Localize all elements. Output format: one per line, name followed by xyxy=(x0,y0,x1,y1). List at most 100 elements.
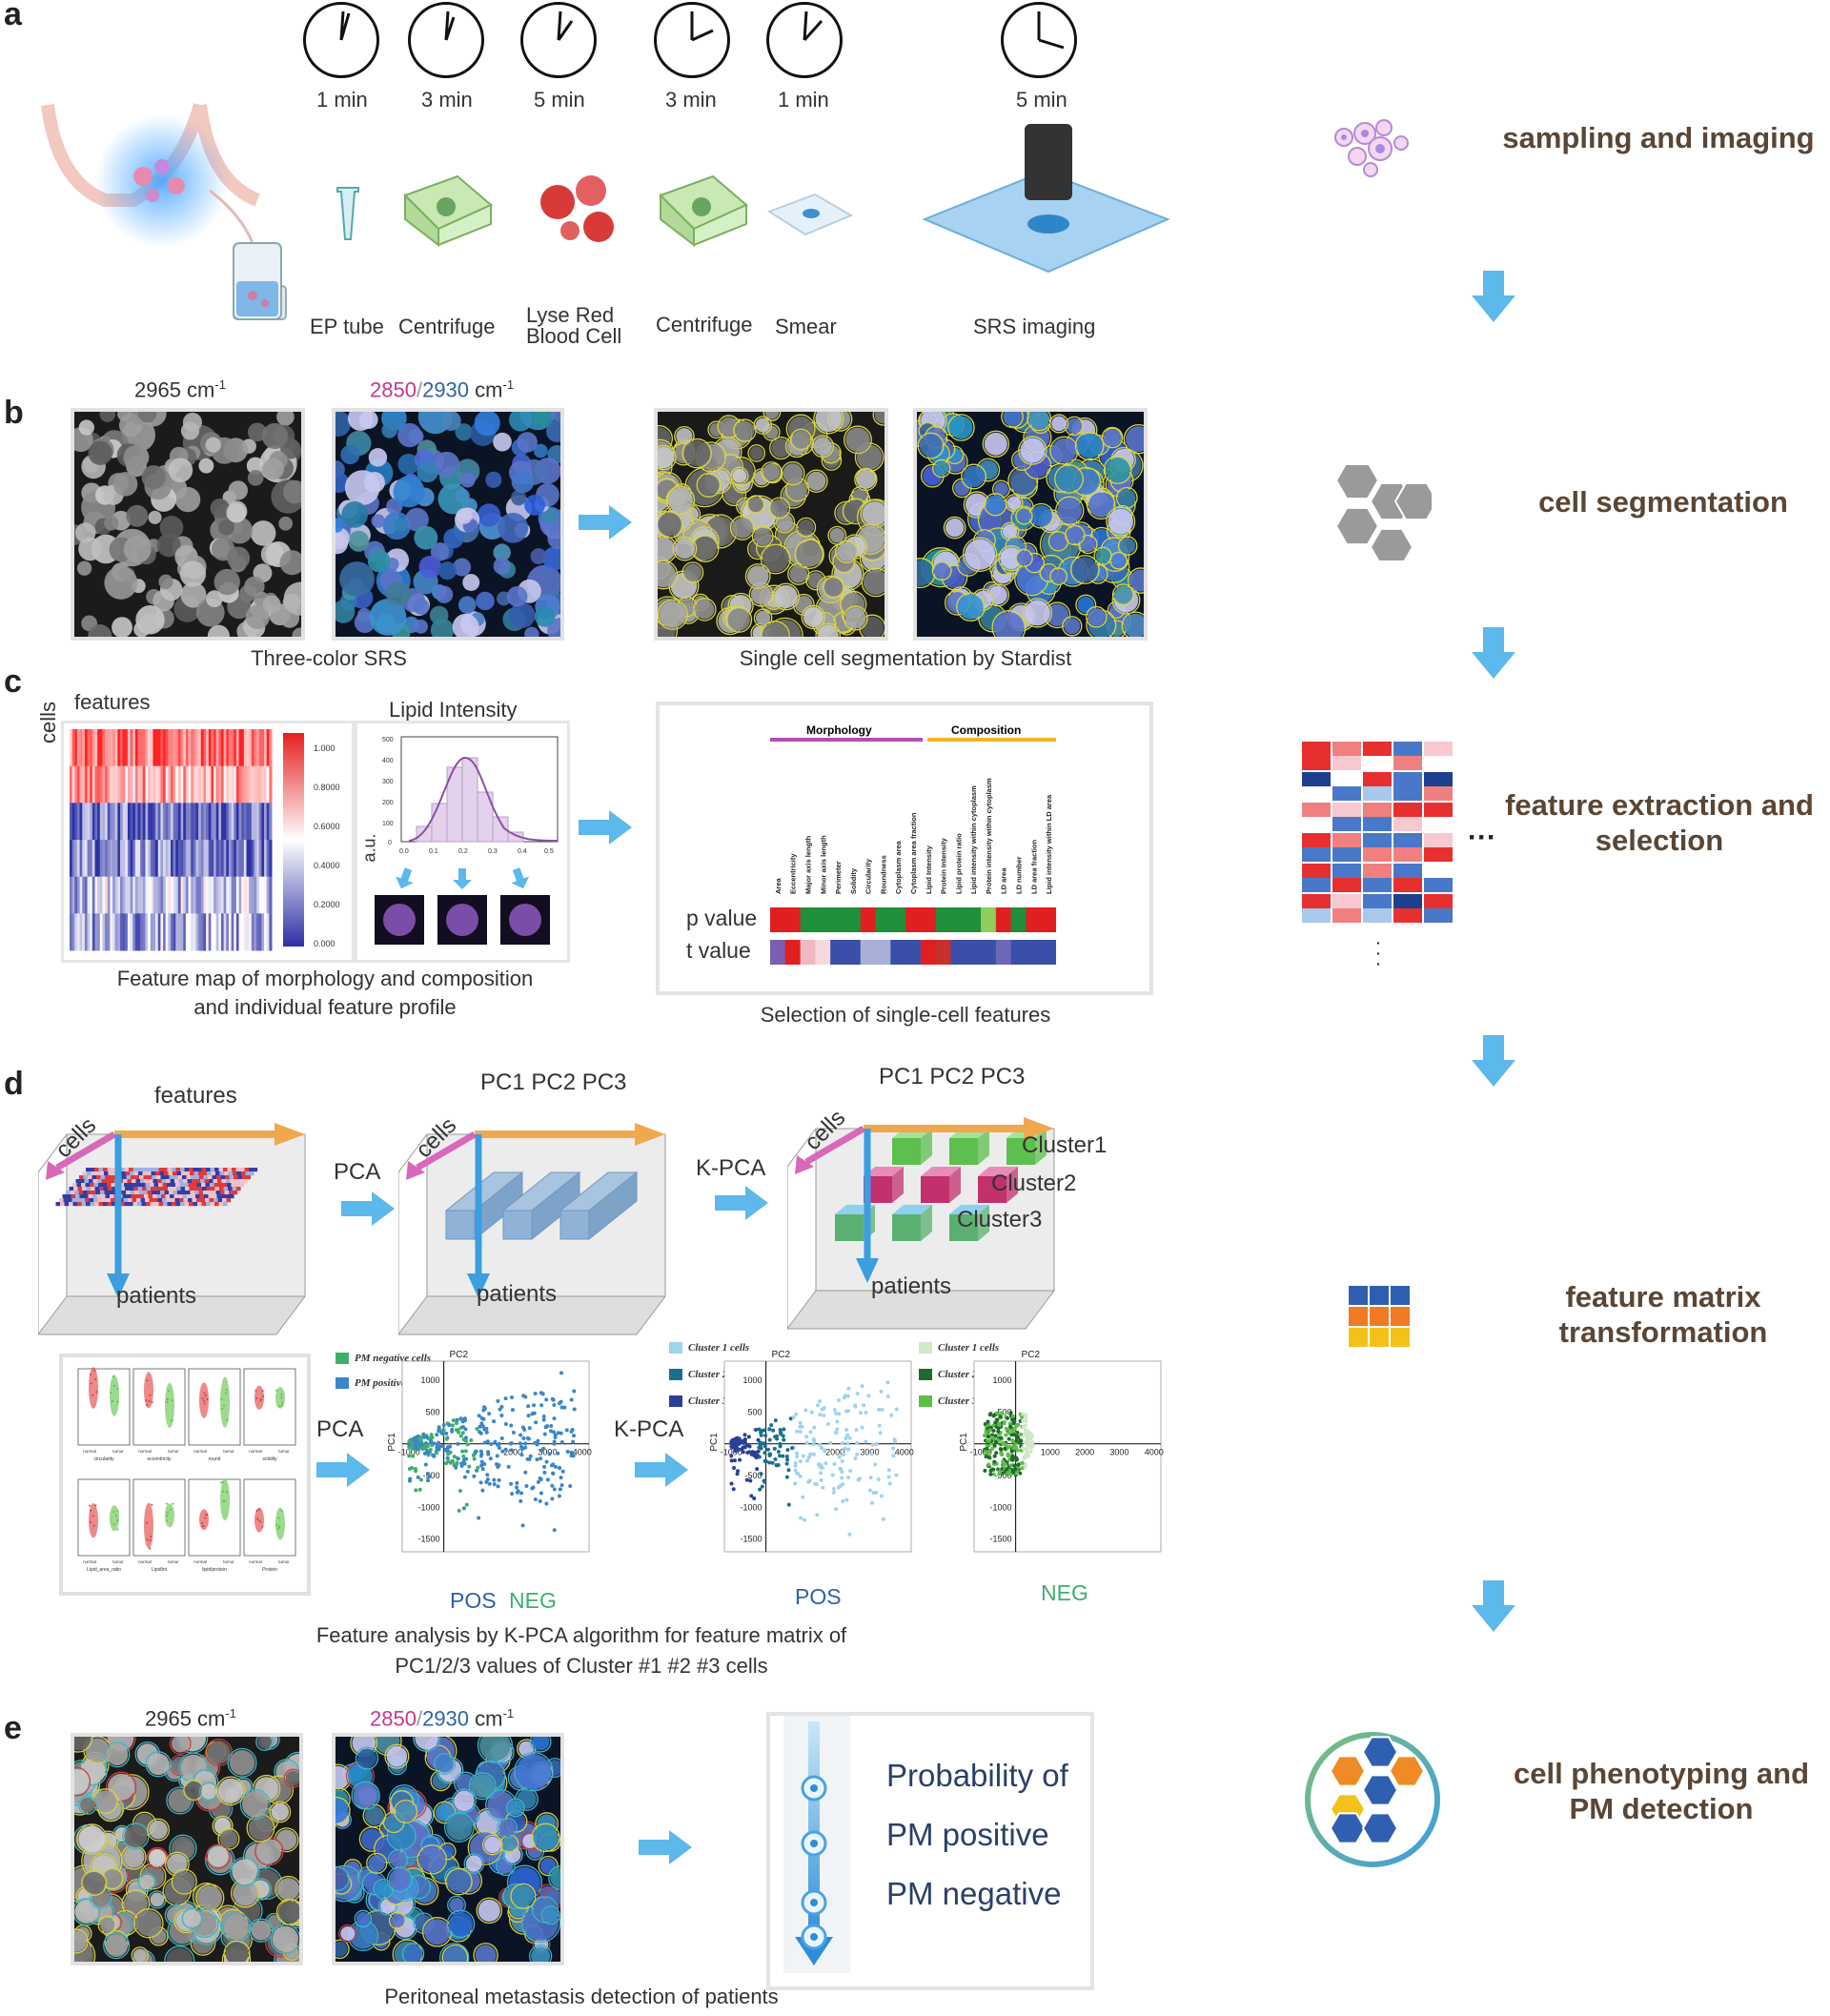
violin-point xyxy=(206,1397,209,1400)
cell xyxy=(390,1851,407,1868)
scatter-point xyxy=(459,1461,464,1466)
scatter-point xyxy=(480,1488,485,1493)
scatter-point xyxy=(766,1447,771,1452)
cube-heat-cell xyxy=(150,1168,155,1172)
cell xyxy=(126,504,149,527)
heatmap-cell xyxy=(155,765,159,804)
cell-outline xyxy=(751,525,774,548)
heatmap-cell xyxy=(97,840,101,878)
scatter-point xyxy=(478,1449,483,1454)
hexagon xyxy=(1329,1812,1367,1844)
scatter-point xyxy=(808,1452,813,1456)
scatter-point xyxy=(877,1423,882,1428)
cube-heat-cell xyxy=(167,1183,172,1188)
cube-heat-cell xyxy=(195,1179,201,1184)
scatter-point xyxy=(511,1430,516,1435)
cube-heat-cell xyxy=(87,1191,92,1195)
neg-label: NEG xyxy=(509,1588,557,1613)
heatmap-cell xyxy=(125,729,129,767)
cube-heat-cell xyxy=(67,1194,71,1199)
cube-heat-cell xyxy=(152,1194,157,1199)
violin-label: LipidInt xyxy=(152,1567,168,1573)
cube-heat-cell xyxy=(200,1179,205,1184)
cell xyxy=(94,1790,116,1812)
scatter-point xyxy=(569,1450,574,1455)
cell xyxy=(74,1768,89,1795)
cell-outline xyxy=(1054,464,1084,494)
heatmap-grid-icon xyxy=(1302,742,1453,923)
heatmap-cell xyxy=(74,840,78,878)
scatter-point xyxy=(455,1417,459,1422)
scatter-point xyxy=(886,1475,891,1479)
scatter-point xyxy=(784,1455,789,1459)
cube-heat-cell xyxy=(96,1194,102,1199)
cell xyxy=(658,446,675,469)
heatmap-cell xyxy=(107,840,111,878)
cell-outline xyxy=(991,610,1027,637)
heatmap-cell xyxy=(235,803,240,841)
scatter-point xyxy=(552,1439,557,1444)
heatmap-cell xyxy=(256,729,260,767)
ytick-label: -500 xyxy=(745,1471,762,1480)
cell xyxy=(1056,466,1082,492)
heatmap-cell xyxy=(258,876,262,914)
workflow-step-label: feature extraction and selection xyxy=(1505,788,1814,858)
scatter-point xyxy=(892,1437,897,1442)
heatmap-cell xyxy=(148,876,152,914)
cell-outline xyxy=(1123,423,1144,455)
cube-heat-cell xyxy=(88,1194,93,1199)
scatter-point xyxy=(809,1410,814,1415)
heatmap-cell xyxy=(175,765,179,804)
scatter-point xyxy=(509,1448,514,1453)
cube-heat-cell xyxy=(159,1187,164,1191)
cube-heat-cell xyxy=(146,1187,152,1191)
cell-outline xyxy=(74,1766,92,1797)
cube-heat-cell xyxy=(77,1187,83,1191)
scatter-point xyxy=(552,1528,557,1533)
cell xyxy=(1030,504,1052,527)
heatmap-cell xyxy=(76,913,81,951)
scatter-point xyxy=(812,1425,817,1430)
scatter-point xyxy=(452,1455,457,1459)
cube-heat-cell xyxy=(189,1187,194,1191)
cube-heat-cell xyxy=(139,1194,145,1199)
scatter-point xyxy=(866,1394,871,1398)
cube-heat-cell xyxy=(86,1187,92,1191)
scatter-point xyxy=(518,1433,523,1437)
cube-heat-cell xyxy=(110,1194,114,1199)
cube-heat-cell xyxy=(164,1191,170,1195)
violin-point xyxy=(146,1379,149,1382)
cube-heat-cell xyxy=(122,1194,128,1199)
cell-field xyxy=(658,412,884,637)
cube-heat-cell xyxy=(92,1179,98,1184)
cell-outline xyxy=(538,1855,559,1877)
heatmap-cell xyxy=(214,803,217,841)
feature-name-label: Perimeter xyxy=(834,861,843,894)
heatmap-cell xyxy=(150,765,153,804)
cube-heat-cell xyxy=(101,1179,107,1184)
cube-heat-cell xyxy=(212,1175,217,1180)
scatter-point xyxy=(1008,1473,1013,1477)
heatmap-cell xyxy=(173,840,176,878)
scatter-point xyxy=(414,1488,418,1493)
heatmap-cell xyxy=(70,913,73,951)
scatter-point xyxy=(752,1496,757,1500)
cube-heat-cell xyxy=(127,1179,132,1184)
cell xyxy=(993,612,1025,637)
scatter-point xyxy=(443,1447,448,1452)
cell xyxy=(1114,585,1133,604)
cell xyxy=(78,537,102,561)
cell-outline xyxy=(104,1741,131,1768)
heatmap-cell xyxy=(87,913,91,951)
scatter-point xyxy=(991,1472,996,1476)
cell-outline xyxy=(658,510,684,539)
scatter-point xyxy=(497,1463,501,1468)
scatter-point xyxy=(806,1455,811,1459)
scatter-point xyxy=(744,1477,749,1482)
cube-heat-cell xyxy=(135,1179,141,1184)
cell xyxy=(272,1925,299,1952)
cell xyxy=(963,465,985,488)
scatter-point xyxy=(742,1438,746,1443)
cube-heat-cell xyxy=(199,1175,204,1180)
heat-tile xyxy=(1363,833,1392,847)
